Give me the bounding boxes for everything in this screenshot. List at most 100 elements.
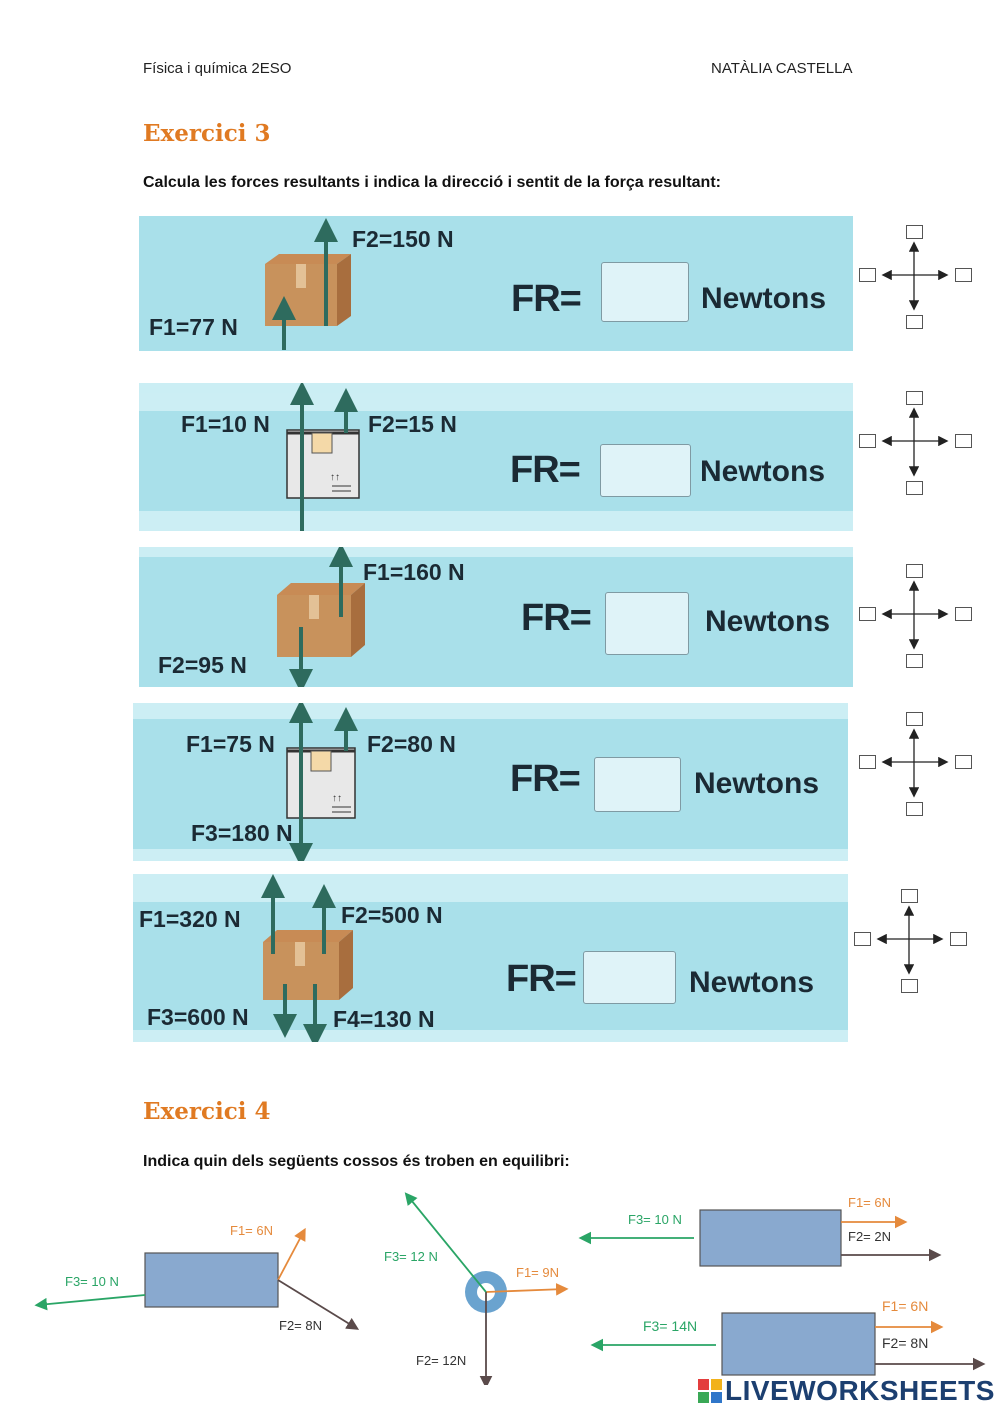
cardboard-box-icon (265, 254, 351, 326)
direction-up-checkbox[interactable] (901, 889, 918, 903)
direction-down-checkbox[interactable] (906, 315, 923, 329)
unit-label: Newtons (701, 282, 827, 315)
exercise4-title: Exercici 4 (143, 1098, 271, 1125)
body-rect (144, 1252, 279, 1308)
force-label: F2=150 N (352, 226, 454, 252)
force-label: F1= 6N (848, 1195, 891, 1210)
parcel-box-icon: ↑↑ (286, 429, 360, 499)
unit-label: Newtons (700, 455, 826, 488)
parcel-box-icon: ↑↑ (286, 747, 356, 819)
fr-label: FR= (521, 597, 592, 639)
direction-right-checkbox[interactable] (955, 755, 972, 769)
cross-arrows-icon (881, 728, 949, 798)
force-label: F2= 12N (416, 1353, 466, 1368)
direction-down-checkbox[interactable] (906, 654, 923, 668)
force-label: F2= 8N (882, 1335, 928, 1351)
direction-selector-1 (856, 222, 976, 332)
box-diagram-2: ↑↑ (286, 383, 360, 531)
equilibrium-diagram-2: F1= 9N F2= 12N F3= 12 N (384, 1192, 569, 1385)
cross-arrows-icon (881, 241, 949, 311)
equilibrium-diagram-1: F1= 6N F2= 8N F3= 10 N (34, 1223, 360, 1333)
direction-up-checkbox[interactable] (906, 391, 923, 405)
equilibrium-diagram-3: F1= 6N F2= 2N F3= 10 N (578, 1195, 942, 1267)
fr-label: FR= (510, 449, 581, 491)
box-diagram-3 (277, 547, 365, 687)
direction-right-checkbox[interactable] (955, 268, 972, 282)
direction-right-checkbox[interactable] (955, 434, 972, 448)
direction-selector-2 (856, 388, 976, 498)
direction-down-checkbox[interactable] (906, 481, 923, 495)
direction-left-checkbox[interactable] (859, 755, 876, 769)
force-label: F2=15 N (368, 411, 457, 437)
unit-label: Newtons (689, 966, 815, 999)
fr-label: FR= (506, 958, 577, 1000)
force-panel-3: F1=160 N F2=95 N FR= Newtons (139, 547, 853, 687)
direction-right-checkbox[interactable] (950, 932, 967, 946)
force-label: F1= 6N (882, 1298, 928, 1314)
force-label: F1= 9N (516, 1265, 559, 1280)
exercise3-title: Exercici 3 (143, 120, 271, 147)
force-panel-2: ↑↑ F1=10 N F2=15 N FR= Newtons (139, 383, 853, 531)
direction-left-checkbox[interactable] (859, 268, 876, 282)
direction-right-checkbox[interactable] (955, 607, 972, 621)
exercise4-instruction: Indica quin dels següents cossos és trob… (143, 1153, 570, 1170)
force-label: F2= 2N (848, 1229, 891, 1244)
fr-label: FR= (511, 278, 582, 320)
force-label: F3= 14N (643, 1318, 697, 1334)
cross-arrows-icon (881, 580, 949, 650)
force-label: F1=10 N (181, 411, 270, 437)
force-label: F3=600 N (147, 1004, 249, 1030)
force-panel-1: F1=77 N F2=150 N FR= Newtons (139, 216, 853, 351)
force-label: F3= 10 N (628, 1212, 682, 1227)
header-subject: Física i química 2ESO (143, 60, 292, 77)
force-label: F2=95 N (158, 652, 247, 678)
unit-label: Newtons (705, 605, 831, 638)
direction-down-checkbox[interactable] (901, 979, 918, 993)
box-diagram-1 (265, 218, 351, 350)
cross-arrows-icon (876, 905, 944, 975)
body-rect (721, 1312, 876, 1376)
direction-left-checkbox[interactable] (859, 434, 876, 448)
unit-label: Newtons (694, 767, 820, 800)
box-diagram-5 (261, 874, 353, 1042)
cardboard-box-icon (277, 583, 365, 657)
cardboard-box-icon (263, 930, 353, 1000)
body-rect (699, 1209, 842, 1267)
direction-left-checkbox[interactable] (859, 607, 876, 621)
answer-input-4[interactable] (594, 757, 681, 812)
force-label: F1=77 N (149, 314, 238, 340)
svg-text:↑↑: ↑↑ (332, 793, 342, 804)
direction-down-checkbox[interactable] (906, 802, 923, 816)
direction-up-checkbox[interactable] (906, 225, 923, 239)
force-label: F2= 8N (279, 1318, 322, 1333)
force-panel-5: F1=320 N F2=500 N F3=600 N F4=130 N FR= … (133, 874, 848, 1042)
direction-up-checkbox[interactable] (906, 712, 923, 726)
direction-left-checkbox[interactable] (854, 932, 871, 946)
force-label: F1=320 N (139, 906, 241, 932)
answer-input-1[interactable] (601, 262, 689, 322)
direction-up-checkbox[interactable] (906, 564, 923, 578)
direction-selector-4 (856, 709, 976, 819)
answer-input-5[interactable] (583, 951, 676, 1004)
answer-input-3[interactable] (605, 592, 689, 655)
svg-text:↑↑: ↑↑ (330, 472, 340, 483)
force-label: F1= 6N (230, 1223, 273, 1238)
answer-input-2[interactable] (600, 444, 691, 497)
force-label: F4=130 N (333, 1006, 435, 1032)
force-label: F3= 12 N (384, 1249, 438, 1264)
logo-text: LIVEWORKSHEETS (725, 1375, 995, 1406)
equilibrium-diagram-4: F1= 6N F2= 8N F3= 14N (590, 1298, 986, 1376)
liveworksheets-badge-icon (698, 1379, 722, 1403)
force-label: F1=75 N (186, 731, 275, 757)
fr-label: FR= (510, 758, 581, 800)
direction-selector-5 (851, 886, 971, 996)
force-panel-4: ↑↑ F1=75 N F2=80 N F3=180 N FR= Newtons (133, 703, 848, 861)
header-author: NATÀLIA CASTELLA (711, 60, 853, 77)
force-label: F2=500 N (341, 902, 443, 928)
cross-arrows-icon (881, 407, 949, 477)
equilibrium-diagrams: F1= 6N F2= 8N F3= 10 N F1= 9N F2= 12N F3… (34, 1192, 986, 1385)
force-label: F3=180 N (191, 820, 293, 846)
exercise3-instruction: Calcula les forces resultants i indica l… (143, 174, 721, 191)
force-label: F3= 10 N (65, 1274, 119, 1289)
force-label: F1=160 N (363, 559, 465, 585)
